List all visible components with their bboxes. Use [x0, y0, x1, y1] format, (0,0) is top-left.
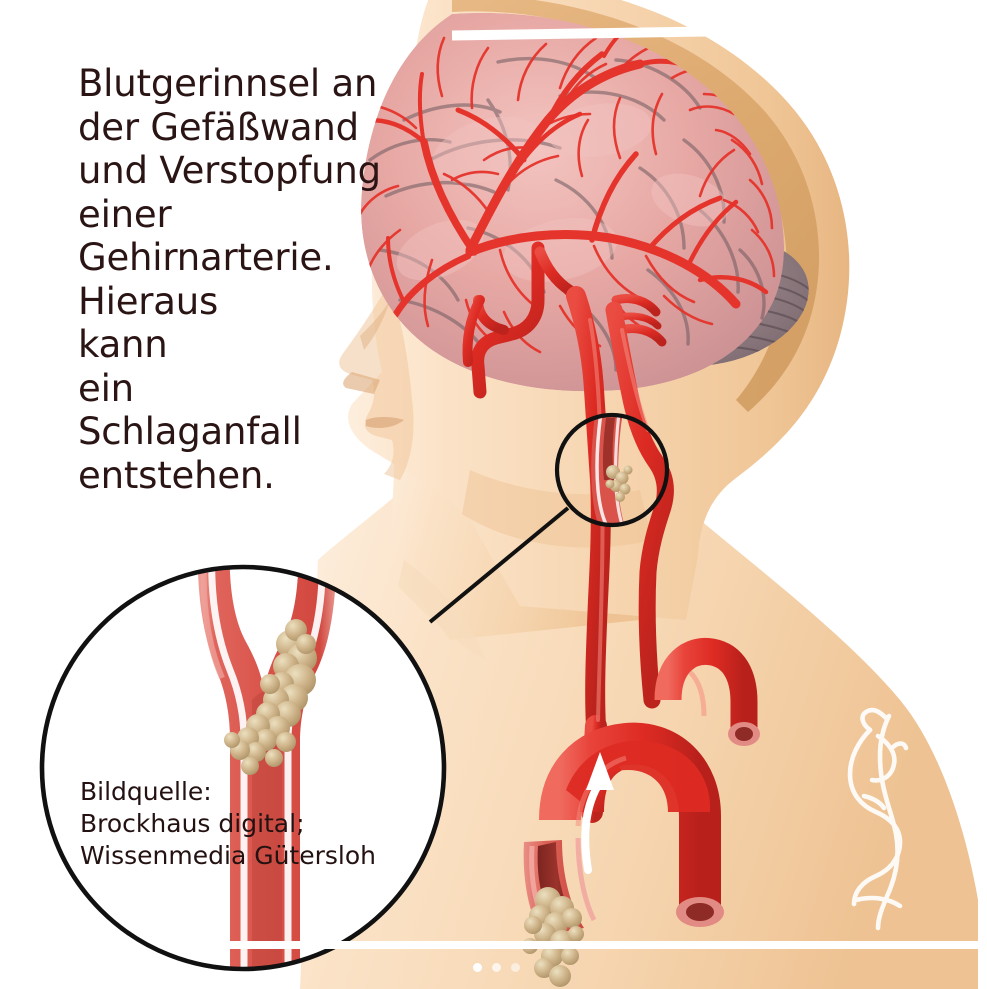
nostril-shadow [343, 372, 380, 394]
cerebrum [361, 12, 785, 392]
inset-plaque-cluster [224, 619, 317, 775]
callout-connector-line [428, 506, 570, 624]
bottom-white-band [196, 941, 986, 949]
skull-rim [452, 0, 820, 412]
pagination-dots[interactable] [473, 963, 520, 972]
cut-vessel-rim-right [575, 837, 597, 922]
inset-edge-sheen [200, 567, 225, 680]
inset-lumen-shade [251, 691, 283, 969]
magnified-plaque-inset[interactable] [39, 540, 447, 989]
aortic-arch-group [539, 637, 760, 927]
descending-aorta-lumen [686, 903, 714, 921]
caption-text: Blutgerinnsel an der Gefäßwand und Verst… [78, 62, 381, 497]
pagination-dot-3[interactable] [511, 963, 520, 972]
pagination-dot-2[interactable] [492, 963, 501, 972]
mini-plaque-cluster [605, 465, 633, 502]
inset-wall-left [208, 567, 248, 969]
carotid-bifurcation-marker[interactable] [554, 406, 670, 536]
mini-vessel-wall-highlight [595, 415, 611, 525]
pagination-dot-1[interactable] [473, 963, 482, 972]
subclavian-lumen [735, 727, 753, 741]
blood-flow-direction-arrow [581, 752, 614, 874]
marker-circle-outline [554, 412, 670, 528]
inset-wall-fork [244, 567, 288, 659]
nose-bridge-shadow [360, 300, 390, 350]
lip-line [366, 417, 404, 428]
external-carotid-artery [605, 301, 674, 709]
asclepius-staff-watermark [847, 707, 909, 931]
mini-vessel-lumen [602, 418, 615, 480]
image-credit-text: Bildquelle: Brockhaus digital; Wissenmed… [80, 777, 376, 870]
subclavian-artery [654, 637, 758, 730]
inset-circle-outline [39, 564, 447, 972]
